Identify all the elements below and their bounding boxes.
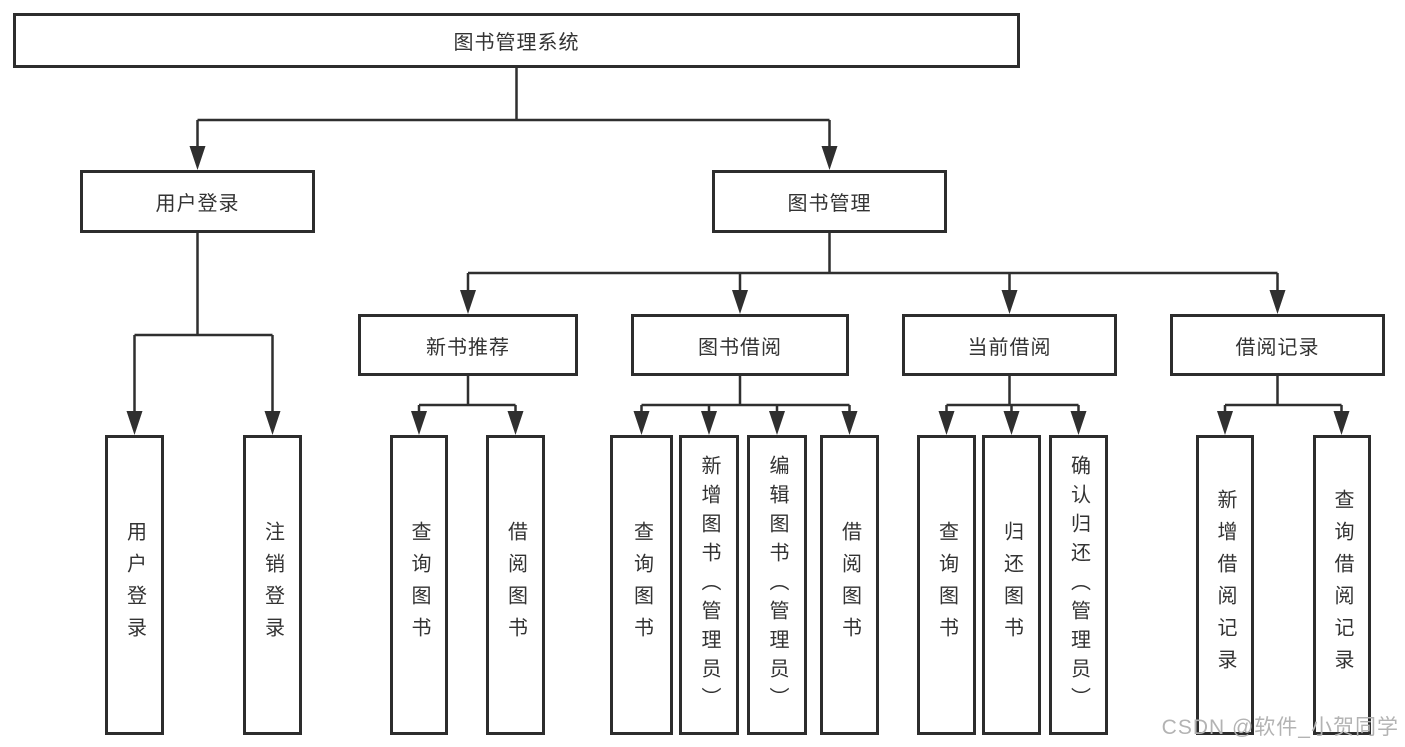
leaf-borrow-query-books: 查询图书 [610,435,673,735]
leaf-current-query-books: 查询图书 [917,435,976,735]
leaf-borrow-edit-books-admin-label: 编辑图书（管理员） [766,454,788,716]
leaf-logout-label: 注销登录 [261,521,284,649]
leaf-logout: 注销登录 [243,435,302,735]
leaf-newbook-borrow-books: 借阅图书 [486,435,545,735]
node-new-book-recommend-label: 新书推荐 [426,336,510,359]
node-user-login-label: 用户登录 [155,193,240,215]
leaf-newbook-query-books: 查询图书 [390,435,448,735]
leaf-borrow-borrow-books: 借阅图书 [820,435,879,735]
leaf-borrow-add-books-admin-label: 新增图书（管理员） [698,454,720,716]
leaf-record-add-record-label: 新增借阅记录 [1214,489,1236,681]
leaf-borrow-add-books-admin: 新增图书（管理员） [679,435,739,735]
leaf-newbook-borrow-books-label: 借阅图书 [504,521,527,649]
node-book-management: 图书管理 [712,170,947,233]
leaf-record-query-record: 查询借阅记录 [1313,435,1371,735]
leaf-current-return-books-label: 归还图书 [1000,521,1023,649]
node-borrow-record: 借阅记录 [1170,314,1385,376]
node-root-label: 图书管理系统 [453,32,580,54]
leaf-borrow-query-books-label: 查询图书 [630,521,653,649]
node-current-borrow-label: 当前借阅 [967,336,1052,359]
node-root: 图书管理系统 [13,13,1020,68]
leaf-current-confirm-return-admin: 确认归还（管理员） [1049,435,1108,735]
node-borrow-record-label: 借阅记录 [1235,336,1320,359]
node-current-borrow: 当前借阅 [902,314,1117,376]
arrowheads [126,146,1350,435]
leaf-borrow-borrow-books-label: 借阅图书 [838,521,861,649]
watermark: CSDN @软件_小贺同学 [1161,716,1399,739]
leaf-user-login-label: 用户登录 [123,521,146,649]
node-new-book-recommend: 新书推荐 [358,314,578,376]
leaf-record-query-record-label: 查询借阅记录 [1331,489,1353,681]
leaf-newbook-query-books-label: 查询图书 [408,521,430,649]
node-book-management-label: 图书管理 [787,193,872,215]
node-book-borrow-label: 图书借阅 [698,336,782,359]
node-user-login: 用户登录 [80,170,315,233]
leaf-current-confirm-return-admin-label: 确认归还（管理员） [1067,454,1090,716]
leaf-current-return-books: 归还图书 [982,435,1041,735]
leaf-user-login: 用户登录 [105,435,164,735]
node-book-borrow: 图书借阅 [631,314,849,376]
leaf-borrow-edit-books-admin: 编辑图书（管理员） [747,435,807,735]
leaf-current-query-books-label: 查询图书 [935,521,958,649]
leaf-record-add-record: 新增借阅记录 [1196,435,1254,735]
